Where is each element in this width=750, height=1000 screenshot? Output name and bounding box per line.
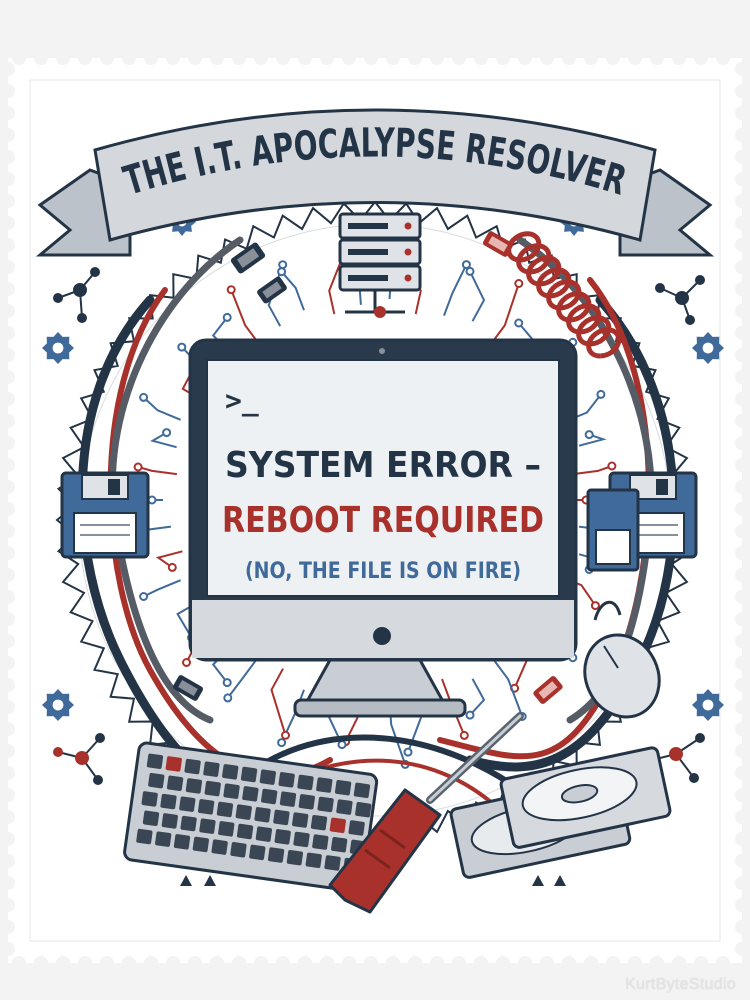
gear-icon [42, 208, 724, 721]
hard-drive-icon [449, 746, 672, 879]
title-banner: THE I.T. APOCALYPSE RESOLVER [35, 108, 715, 257]
computer-monitor [188, 338, 578, 718]
ethernet-plug-icon [172, 231, 563, 704]
watermark: KurtByteStudio [625, 976, 736, 993]
server-rack-icon [338, 212, 422, 318]
floppy-disk-icon [60, 471, 698, 572]
coiled-cable [506, 231, 622, 359]
keyboard-icon [123, 741, 379, 893]
computer-mouse-icon [583, 601, 661, 719]
terminal-prompt: >_ [225, 384, 259, 417]
error-screen: >_ SYSTEM ERROR – REBOOT REQUIRED (NO, T… [222, 384, 544, 584]
sparkle-icon [180, 875, 566, 886]
error-line-3: (NO, THE FILE IS ON FIRE) [245, 559, 521, 584]
screwdriver-icon [328, 712, 524, 914]
error-line-2: REBOOT REQUIRED [222, 500, 544, 541]
error-line-1: SYSTEM ERROR – [225, 445, 541, 486]
